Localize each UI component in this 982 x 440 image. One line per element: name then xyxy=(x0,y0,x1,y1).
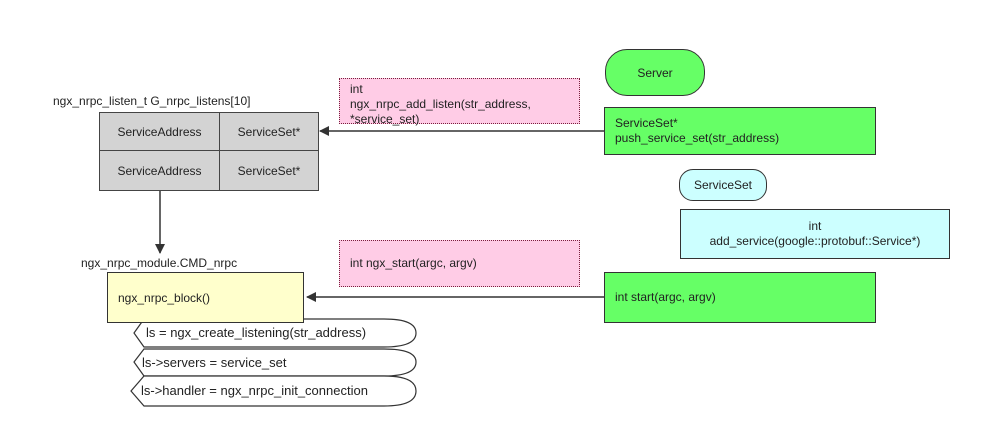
add-listen-line-2: ngx_nrpc_add_listen(str_address, xyxy=(350,97,531,111)
add-listen-note: int ngx_nrpc_add_listen(str_address, *se… xyxy=(339,78,580,126)
module-label: ngx_nrpc_module.CMD_nrpc xyxy=(81,256,238,270)
start-box: int start(argc, argv) xyxy=(604,272,876,323)
listen-array-table: ServiceAddress ServiceSet* ServiceAddres… xyxy=(99,112,319,191)
table-cell-service-set: ServiceSet* xyxy=(219,150,319,191)
server-node: Server xyxy=(605,49,705,96)
push-box-line-2: push_service_set(str_address) xyxy=(615,131,780,145)
push-service-set-box: ServiceSet* push_service_set(str_address… xyxy=(604,107,876,155)
add-service-line-2: add_service(google::protobuf::Service*) xyxy=(709,234,921,248)
table-cell-service-set: ServiceSet* xyxy=(219,112,319,151)
push-box-line-1: ServiceSet* xyxy=(615,116,678,130)
flag-shape-1 xyxy=(133,318,417,348)
flag-servers-assign: ls->servers = service_set xyxy=(142,355,287,370)
nrpc-block-box: ngx_nrpc_block() xyxy=(107,272,304,323)
add-service-box: int add_service(google::protobuf::Servic… xyxy=(680,209,950,259)
ngx-start-note: int ngx_start(argc, argv) xyxy=(339,240,580,287)
flag-shape-3 xyxy=(130,375,417,407)
table-cell-service-address: ServiceAddress xyxy=(99,112,220,151)
serviceset-node: ServiceSet xyxy=(679,169,767,201)
flag-create-listening: ls = ngx_create_listening(str_address) xyxy=(146,325,367,340)
add-listen-line-1: int xyxy=(350,82,363,96)
flag-handler-assign: ls->handler = ngx_nrpc_init_connection xyxy=(141,383,368,398)
add-service-line-1: int xyxy=(808,219,822,233)
add-listen-line-3: *service_set) xyxy=(350,112,420,126)
table-cell-service-address: ServiceAddress xyxy=(99,150,220,191)
listen-array-title: ngx_nrpc_listen_t G_nrpc_listens[10] xyxy=(53,94,251,108)
